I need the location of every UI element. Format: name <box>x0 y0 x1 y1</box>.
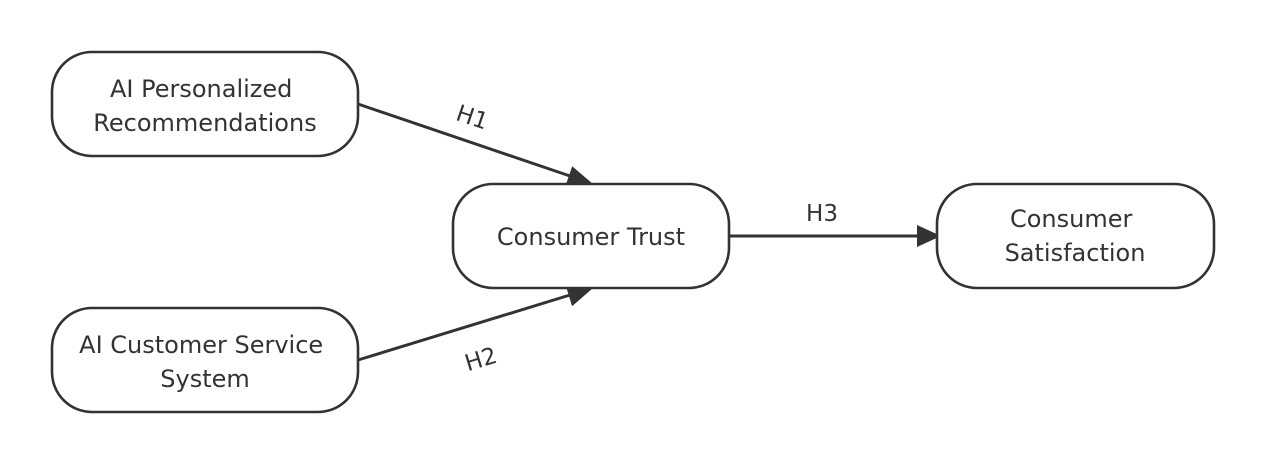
node-ai-customer-service-system: AI Customer Service System <box>50 306 360 414</box>
node-ai-customer-service-system-label: AI Customer Service System <box>79 331 331 393</box>
edge-h1-label: H1 <box>453 101 492 136</box>
node-consumer-satisfaction-label: Consumer Satisfaction <box>1005 205 1146 267</box>
edge-h3-label: H3 <box>806 201 838 227</box>
node-consumer-trust-label: Consumer Trust <box>497 223 685 251</box>
node-ai-personalized-line2: Recommendations <box>93 109 316 137</box>
node-consumer-satisfaction-line2: Satisfaction <box>1005 239 1146 267</box>
node-consumer-trust: Consumer Trust <box>451 182 731 290</box>
node-ai-customer-service-system-box <box>50 306 360 414</box>
edge-h1-arrowhead <box>565 166 593 187</box>
edge-h2-line <box>357 293 571 362</box>
node-consumer-satisfaction-box <box>935 182 1216 290</box>
node-consumer-satisfaction-line1: Consumer <box>1010 205 1133 233</box>
edge-h3-arrowhead <box>917 225 941 247</box>
edge-h2-label: H2 <box>462 343 500 377</box>
node-consumer-trust-box <box>451 182 731 290</box>
node-ai-personalized-recommendations-label: AI Personalized Recommendations <box>93 75 316 137</box>
edge-h2-arrowhead <box>565 285 593 307</box>
edge-h3: H3 <box>729 201 941 247</box>
node-ai-personalized-recommendations-box <box>50 50 360 158</box>
edge-h1-line <box>357 102 571 178</box>
node-ai-personalized-line1: AI Personalized <box>110 75 292 103</box>
edge-h2: H2 <box>357 285 593 377</box>
node-ai-personalized-recommendations: AI Personalized Recommendations <box>50 50 360 158</box>
edge-h1: H1 <box>357 101 593 187</box>
node-ai-customer-service-line1: AI Customer Service <box>79 331 323 359</box>
node-consumer-satisfaction: Consumer Satisfaction <box>935 182 1216 290</box>
node-ai-customer-service-line2: System <box>160 365 250 393</box>
